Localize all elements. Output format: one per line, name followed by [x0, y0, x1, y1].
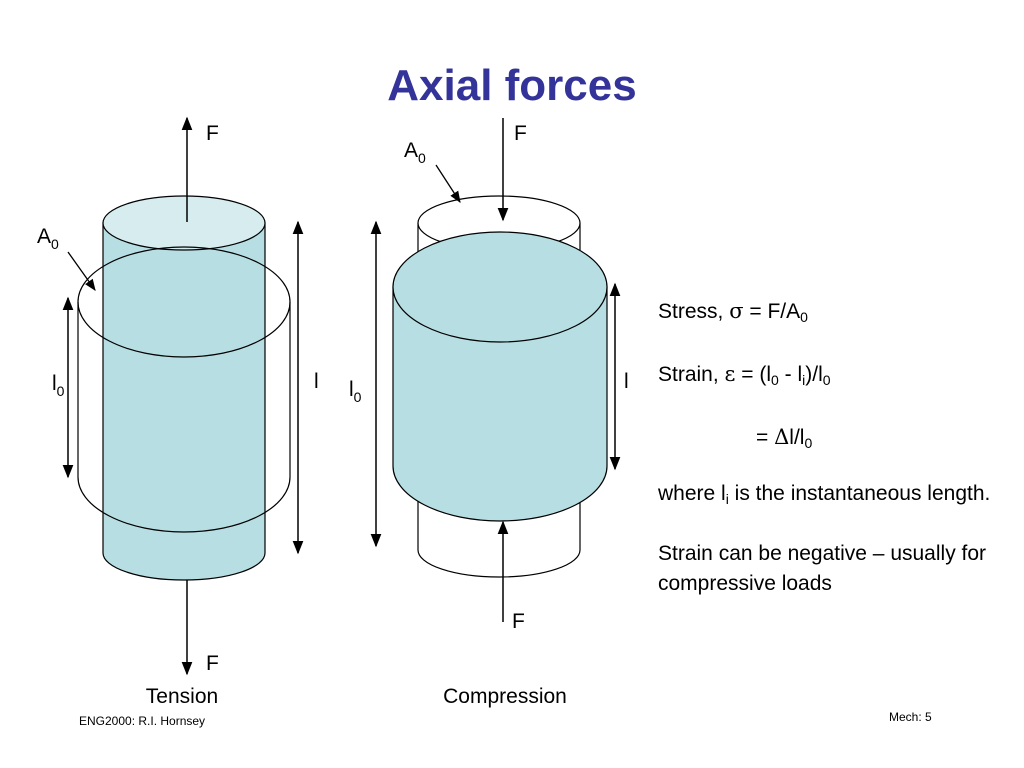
delta-equation: = Δl/l0: [658, 422, 1018, 453]
where-subscript: i: [725, 491, 729, 507]
stress-equation: Stress, σ = F/A0: [658, 296, 1018, 327]
negative-strain-note: Strain can be negative – usually for com…: [658, 542, 987, 595]
compression-force-bottom-label: F: [512, 610, 525, 633]
compression-original-length-subscript: 0: [354, 389, 362, 405]
tension-caption: Tension: [146, 685, 218, 708]
stress-rhs: = F/A: [743, 300, 801, 323]
strain-equation: Strain, ε = (l0 - li)/l0: [658, 359, 1018, 390]
compression-caption: Compression: [443, 685, 567, 708]
tension-cylinder-top: [102, 195, 266, 251]
footer-course: ENG2000: R.I. Hornsey: [79, 714, 206, 728]
stress-subscript: 0: [800, 309, 808, 325]
compression-new-length-label: l: [624, 370, 629, 393]
compression-area-letter: A: [404, 139, 418, 162]
tension-cylinder-body: [102, 222, 266, 581]
slide-title: Axial forces: [387, 61, 637, 110]
tension-original-length-label: l0: [52, 372, 65, 399]
tension-original-sides: [77, 302, 291, 533]
tension-new-length-label: l: [314, 370, 319, 393]
delta-subscript: 0: [804, 435, 813, 451]
where-text-a: where l: [658, 482, 726, 505]
delta-rhs: l/l: [789, 426, 805, 449]
delta-symbol: Δ: [774, 425, 790, 449]
epsilon-symbol: ε: [724, 362, 736, 386]
compression-original-length-letter: l: [349, 378, 354, 401]
compression-area-subscript: 0: [418, 150, 426, 166]
compression-area-label: A0: [404, 139, 426, 166]
tension-area-label: A0: [37, 225, 59, 252]
compression-area-pointer: [435, 164, 461, 203]
strain-rhs-a: = (l: [735, 363, 772, 386]
tension-area-pointer: [67, 251, 96, 291]
strain-rhs-c: )/l: [805, 363, 823, 386]
strain-sub-c: 0: [822, 372, 831, 388]
strain-prefix: Strain,: [658, 363, 725, 386]
tension-area-letter: A: [37, 225, 51, 248]
tension-force-top-label: F: [206, 122, 219, 145]
tension-force-bottom-label: F: [206, 652, 219, 675]
strain-sub-b: i: [802, 372, 806, 388]
where-note: where li is the instantaneous length.: [658, 479, 1018, 509]
sigma-symbol: σ: [729, 299, 744, 323]
compression-force-top-label: F: [514, 122, 527, 145]
tension-original-length-subscript: 0: [57, 383, 65, 399]
compression-cylinder-group: F F A0 l0 l Compression: [349, 118, 629, 708]
strain-sub-a: 0: [771, 372, 779, 388]
stress-prefix: Stress,: [658, 300, 730, 323]
compression-original-length-label: l0: [349, 378, 362, 405]
tension-cylinder-group: F F A0 l0 l Tension: [37, 116, 319, 708]
footer-page: Mech: 5: [889, 710, 932, 724]
strain-rhs-b: - l: [778, 363, 803, 386]
equations-panel: Stress, σ = F/A0 Strain, ε = (l0 - li)/l…: [658, 296, 1018, 599]
tension-area-subscript: 0: [51, 236, 59, 252]
compression-cylinder-top: [392, 231, 608, 343]
where-text-b: is the instantaneous length.: [728, 482, 991, 505]
compression-original-sides: [417, 223, 581, 578]
tension-original-length-letter: l: [52, 372, 57, 395]
delta-equals: =: [756, 426, 775, 449]
